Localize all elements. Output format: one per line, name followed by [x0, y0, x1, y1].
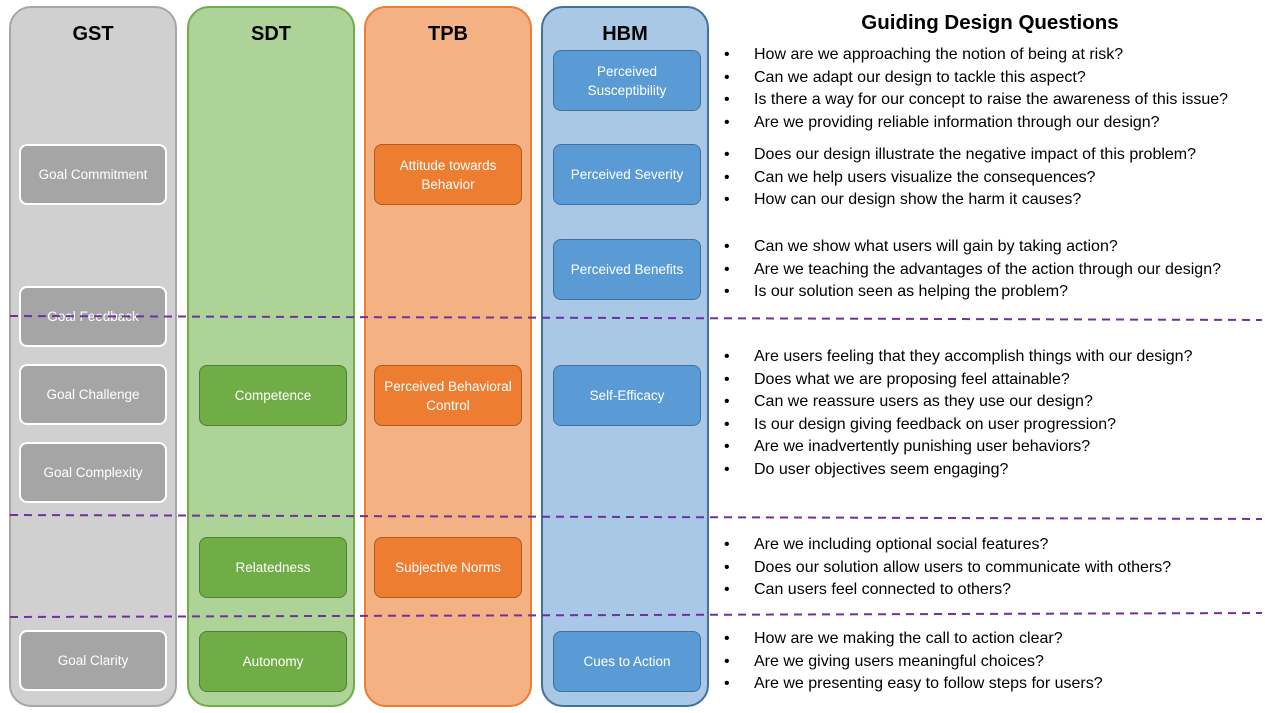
questions-group-severity: Does our design illustrate the negative …: [722, 144, 1196, 212]
hbm-perceived-severity: Perceived Severity: [553, 144, 701, 205]
question-item: How can our design show the harm it caus…: [722, 189, 1196, 212]
sdt-title: SDT: [251, 23, 291, 45]
gst-title: GST: [72, 23, 114, 45]
questions-group-cues: How are we making the call to action cle…: [722, 628, 1103, 696]
hbm-cues-to-action: Cues to Action: [553, 631, 701, 692]
tpb-subjective-norms: Subjective Norms: [374, 537, 522, 598]
question-item: Can users feel connected to others?: [722, 579, 1171, 602]
hbm-perceived-susceptibility: Perceived Susceptibility: [553, 50, 701, 111]
tpb-attitude-towards-behavior: Attitude towards Behavior: [374, 144, 522, 205]
gst-goal-challenge: Goal Challenge: [19, 364, 167, 425]
question-item: Is there a way for our concept to raise …: [722, 89, 1228, 112]
question-item: Can we help users visualize the conseque…: [722, 167, 1196, 190]
sdt-competence: Competence: [199, 365, 347, 426]
question-item: Does our solution allow users to communi…: [722, 557, 1171, 580]
sdt-autonomy: Autonomy: [199, 631, 347, 692]
question-item: Is our design giving feedback on user pr…: [722, 414, 1192, 437]
question-item: Do user objectives seem engaging?: [722, 459, 1192, 482]
gst-goal-complexity: Goal Complexity: [19, 442, 167, 503]
question-item: How are we making the call to action cle…: [722, 628, 1103, 651]
hbm-perceived-benefits: Perceived Benefits: [553, 239, 701, 300]
questions-group-efficacy: Are users feeling that they accomplish t…: [722, 346, 1192, 482]
question-item: Are we presenting easy to follow steps f…: [722, 673, 1103, 696]
gst-goal-clarity: Goal Clarity: [19, 630, 167, 691]
hbm-self-efficacy: Self-Efficacy: [553, 365, 701, 426]
hbm-title: HBM: [602, 23, 648, 45]
guiding-questions-title: Guiding Design Questions: [861, 11, 1119, 34]
sdt-relatedness: Relatedness: [199, 537, 347, 598]
question-item: Are we teaching the advantages of the ac…: [722, 259, 1221, 282]
questions-group-social: Are we including optional social feature…: [722, 534, 1171, 602]
gst-goal-commitment: Goal Commitment: [19, 144, 167, 205]
question-item: How are we approaching the notion of bei…: [722, 44, 1228, 67]
question-item: Can we show what users will gain by taki…: [722, 236, 1221, 259]
hbm-column: HBM: [541, 6, 709, 707]
questions-group-benefits: Can we show what users will gain by taki…: [722, 236, 1221, 304]
gst-column: GST: [9, 6, 177, 707]
tpb-column: TPB: [364, 6, 532, 707]
question-item: Are we providing reliable information th…: [722, 112, 1228, 135]
question-item: Can we reassure users as they use our de…: [722, 391, 1192, 414]
question-item: Are we giving users meaningful choices?: [722, 651, 1103, 674]
question-item: Does our design illustrate the negative …: [722, 144, 1196, 167]
gst-goal-feedback: Goal Feedback: [19, 286, 167, 347]
question-item: Does what we are proposing feel attainab…: [722, 369, 1192, 392]
tpb-title: TPB: [428, 23, 468, 45]
questions-group-susceptibility: How are we approaching the notion of bei…: [722, 44, 1228, 134]
question-item: Can we adapt our design to tackle this a…: [722, 67, 1228, 90]
tpb-perceived-behavioral-control: Perceived Behavioral Control: [374, 365, 522, 426]
question-item: Are we including optional social feature…: [722, 534, 1171, 557]
question-item: Are we inadvertently punishing user beha…: [722, 436, 1192, 459]
sdt-column: SDT: [187, 6, 355, 707]
question-item: Are users feeling that they accomplish t…: [722, 346, 1192, 369]
question-item: Is our solution seen as helping the prob…: [722, 281, 1221, 304]
